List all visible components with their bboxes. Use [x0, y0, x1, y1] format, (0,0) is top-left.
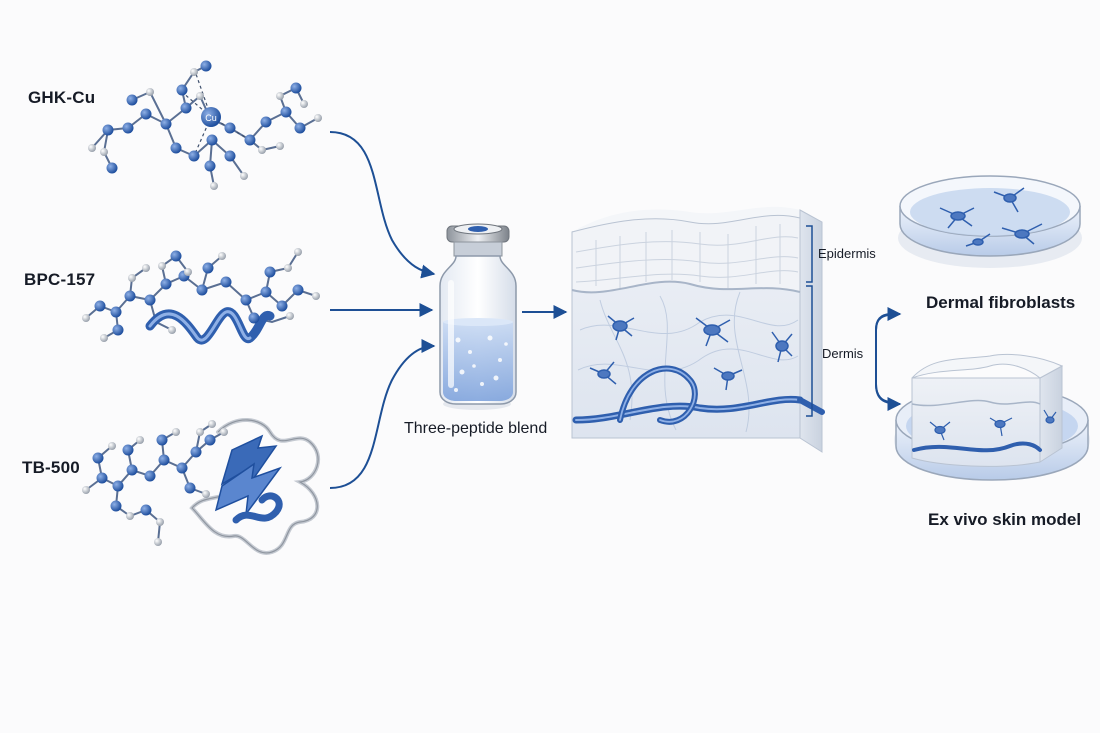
arrow-tb-to-vial [329, 339, 436, 489]
skin-tissue-block [571, 206, 825, 453]
petri-dish-icon [898, 175, 1082, 268]
bpc-157-molecule [82, 248, 320, 345]
dermis-bracket [806, 285, 813, 417]
blood-vessels [572, 365, 825, 425]
output-label-ex-vivo-skin-model: Ex vivo skin model [928, 510, 1082, 529]
vial-label: Three-peptide blend [404, 420, 548, 437]
tb-500-molecule [82, 417, 321, 555]
vial-icon [439, 223, 517, 410]
ex-vivo-skin-model-icon [894, 353, 1090, 481]
peptide-label-tb-500: TB-500 [22, 458, 80, 477]
layer-label-epidermis: Epidermis [818, 246, 876, 261]
copper-ion-icon [201, 107, 221, 127]
fibroblast-cells [589, 315, 793, 391]
arrow-ghk-to-vial [329, 131, 436, 279]
epidermis-bracket [806, 225, 813, 283]
output-label-dermal-fibroblasts: Dermal fibroblasts [926, 293, 1076, 312]
ghk-cu-molecule: Cu [88, 60, 322, 190]
peptide-label-ghk-cu: GHK-Cu [28, 88, 96, 107]
arrow-skin-to-outputs [875, 307, 902, 411]
peptide-label-bpc-157: BPC-157 [24, 270, 96, 289]
copper-symbol: Cu [205, 113, 217, 123]
layer-label-dermis: Dermis [822, 346, 864, 361]
